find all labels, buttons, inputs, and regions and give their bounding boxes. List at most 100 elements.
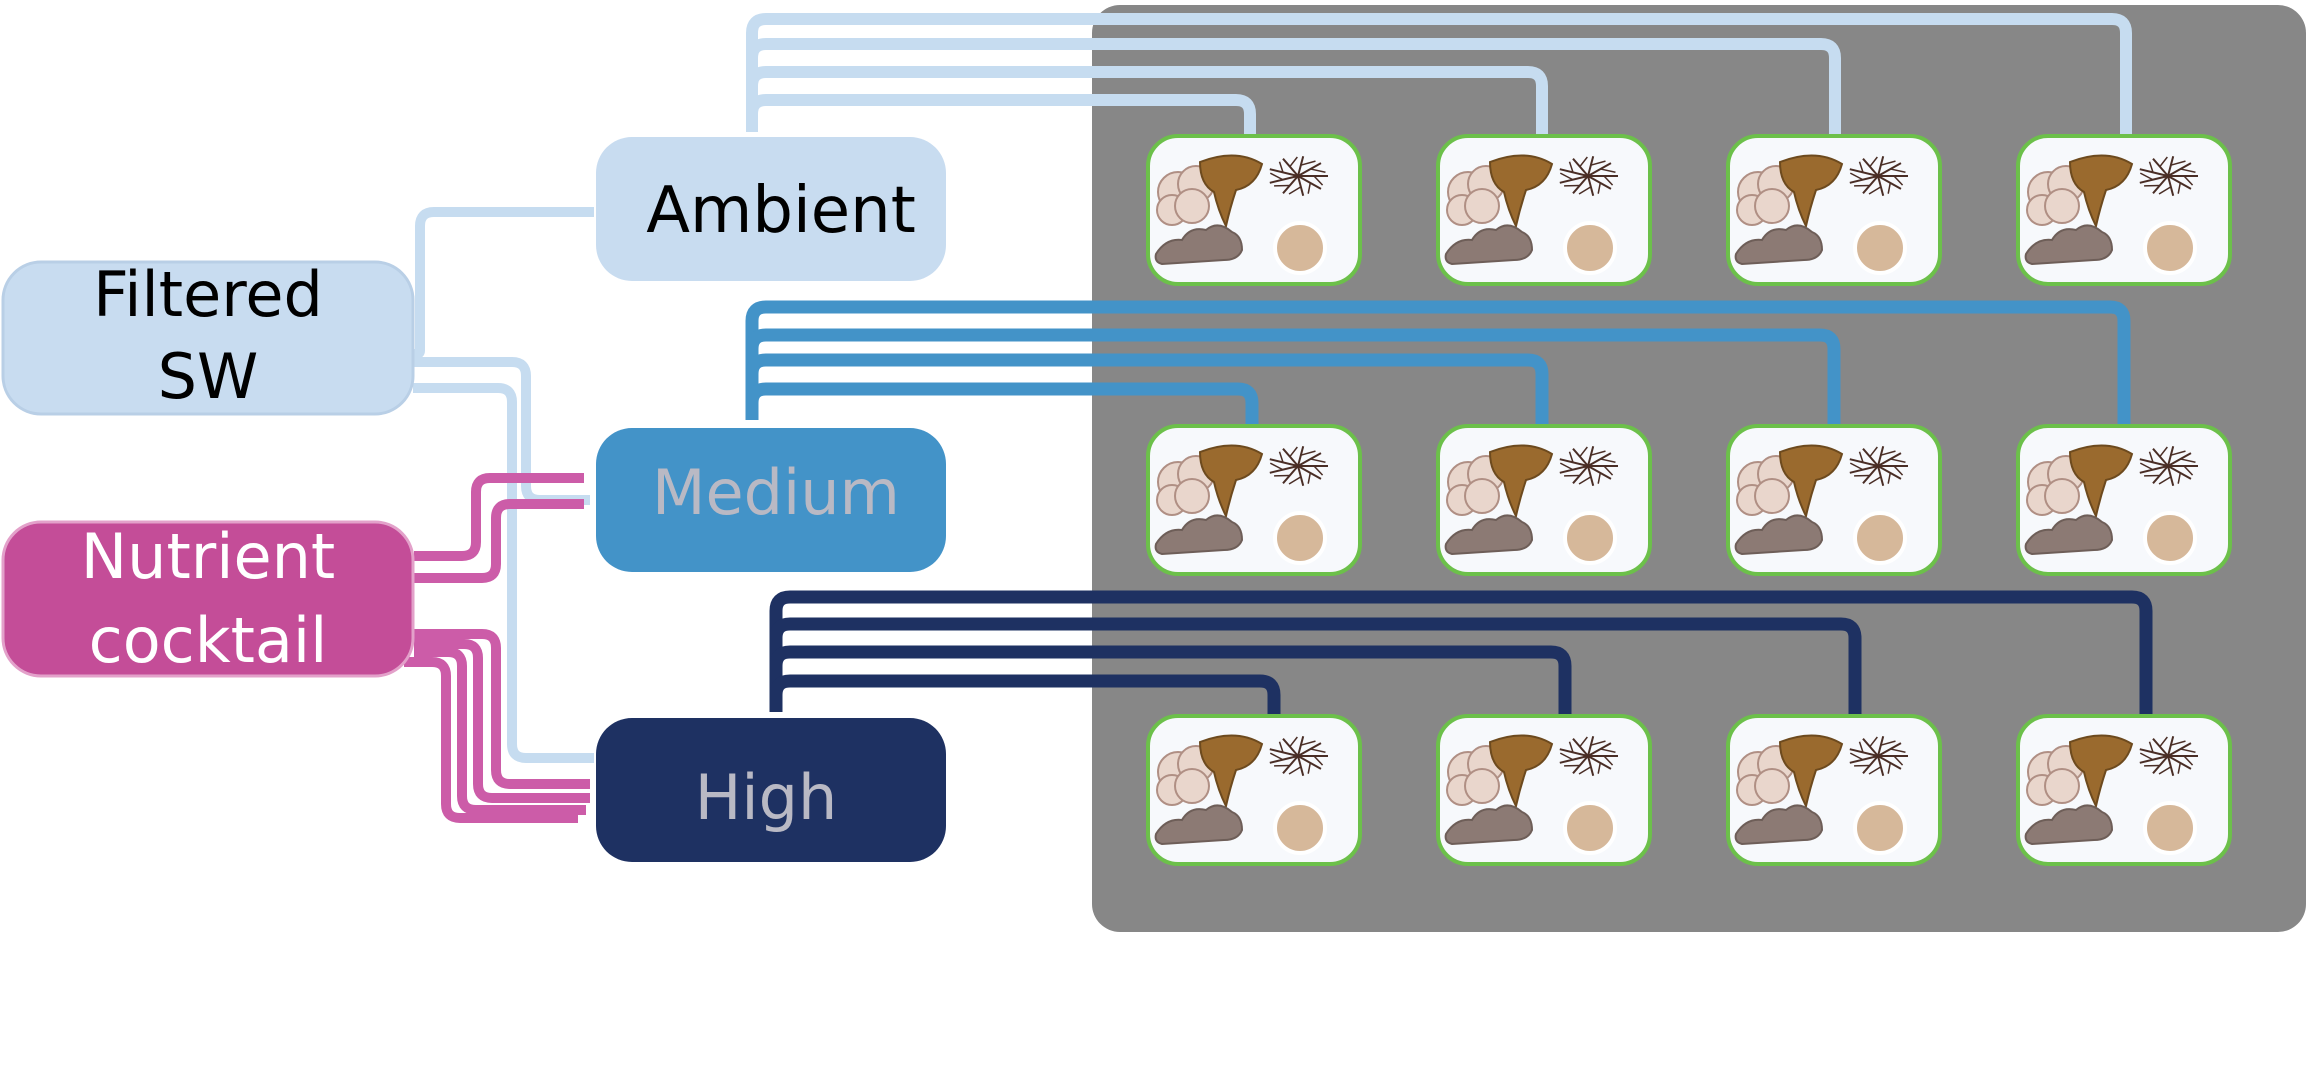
rubble-icon bbox=[1444, 804, 1534, 846]
distribution-pipe-4 bbox=[745, 382, 1259, 426]
tank-1-2 bbox=[1436, 134, 1652, 286]
macroalgae-icon bbox=[1269, 736, 1328, 776]
filtered-sw-label-line2: SW bbox=[158, 340, 259, 413]
coral-icon bbox=[1446, 165, 1505, 226]
sponge-icon bbox=[1488, 734, 1554, 809]
nutrient-cocktail-box bbox=[1, 520, 415, 678]
macroalgae-icon bbox=[1269, 156, 1328, 196]
rubble-icon bbox=[1154, 804, 1244, 846]
high-box bbox=[596, 718, 946, 862]
distribution-pipe-2 bbox=[769, 617, 1862, 716]
coral-icon bbox=[1736, 745, 1795, 806]
level-high: High bbox=[596, 718, 946, 862]
rubble-icon bbox=[1734, 224, 1824, 266]
distribution-pipe-3 bbox=[769, 645, 1572, 716]
coral-icon bbox=[1446, 455, 1505, 516]
ambient-label: Ambient bbox=[646, 174, 916, 248]
sponge-icon bbox=[1778, 154, 1844, 229]
sponge-icon bbox=[1488, 444, 1554, 519]
sediment-disc-icon bbox=[1273, 511, 1327, 565]
tank-1-3 bbox=[1726, 134, 1942, 286]
nutrient-cocktail-label-line2: cocktail bbox=[89, 604, 328, 677]
source-filtered-sw: Filtered SW bbox=[1, 258, 415, 416]
tank-3-2 bbox=[1436, 714, 1652, 866]
sponge-icon bbox=[1488, 154, 1554, 229]
sponge-icon bbox=[1198, 734, 1264, 809]
coral-icon bbox=[2026, 745, 2085, 806]
rubble-icon bbox=[1154, 514, 1244, 556]
sponge-icon bbox=[1198, 154, 1264, 229]
nutrient-cocktail-label-line1: Nutrient bbox=[81, 520, 335, 593]
high-label: High bbox=[695, 761, 838, 834]
source-nutrient-cocktail: Nutrient cocktail bbox=[1, 520, 415, 678]
nutrient-supply-pipes bbox=[404, 473, 590, 823]
rubble-icon bbox=[1154, 224, 1244, 266]
distribution-pipe-1 bbox=[746, 13, 2132, 136]
sponge-icon bbox=[2068, 154, 2134, 229]
tank-2-3 bbox=[1726, 424, 1942, 576]
tank-2-2 bbox=[1436, 424, 1652, 576]
macroalgae-icon bbox=[1849, 446, 1908, 486]
macroalgae-icon bbox=[1559, 446, 1618, 486]
tank-3-3 bbox=[1726, 714, 1942, 866]
coral-icon bbox=[2026, 165, 2085, 226]
macroalgae-icon bbox=[1559, 156, 1618, 196]
sponge-icon bbox=[1778, 734, 1844, 809]
sw-to-high-pipe bbox=[413, 383, 594, 763]
sediment-disc-icon bbox=[2143, 801, 2197, 855]
sediment-disc-icon bbox=[1563, 511, 1617, 565]
sponge-icon bbox=[1778, 444, 1844, 519]
ambient-distribution-pipes bbox=[746, 13, 2132, 136]
nutrient-to-medium-pipe-1 bbox=[414, 473, 584, 561]
filtered-sw-supply-pipes bbox=[411, 207, 594, 763]
nutrient-to-high-pipe-3 bbox=[414, 647, 586, 815]
tank-grid bbox=[1146, 134, 2232, 866]
high-distribution-pipes bbox=[769, 590, 2153, 716]
macroalgae-icon bbox=[2139, 736, 2198, 776]
nutrient-to-high-pipe-2 bbox=[414, 639, 590, 803]
coral-icon bbox=[1156, 455, 1215, 516]
tank-panel bbox=[1092, 5, 2306, 932]
distribution-pipe-3 bbox=[745, 353, 1549, 426]
macroalgae-icon bbox=[1849, 736, 1908, 776]
distribution-pipe-4 bbox=[769, 674, 1281, 716]
medium-distribution-pipes bbox=[745, 300, 2131, 426]
sediment-disc-icon bbox=[1853, 221, 1907, 275]
rubble-icon bbox=[2024, 804, 2114, 846]
tank-2-4 bbox=[2016, 424, 2232, 576]
tank-3-4 bbox=[2016, 714, 2232, 866]
distribution-pipe-1 bbox=[745, 300, 2131, 426]
sediment-disc-icon bbox=[1273, 221, 1327, 275]
medium-label: Medium bbox=[652, 456, 900, 529]
distribution-pipe-2 bbox=[745, 328, 1841, 426]
tank-1-4 bbox=[2016, 134, 2232, 286]
rubble-icon bbox=[2024, 224, 2114, 266]
medium-box bbox=[596, 428, 946, 572]
sediment-disc-icon bbox=[1563, 801, 1617, 855]
macroalgae-icon bbox=[1559, 736, 1618, 776]
macroalgae-icon bbox=[2139, 446, 2198, 486]
filtered-sw-box bbox=[1, 260, 415, 416]
rubble-icon bbox=[1444, 224, 1534, 266]
rubble-icon bbox=[1734, 804, 1824, 846]
sponge-icon bbox=[2068, 734, 2134, 809]
filtered-sw-label-line1: Filtered bbox=[93, 258, 323, 331]
sponge-icon bbox=[2068, 444, 2134, 519]
distribution-pipe-4 bbox=[746, 94, 1256, 136]
sediment-disc-icon bbox=[1563, 221, 1617, 275]
rubble-icon bbox=[1734, 514, 1824, 556]
distribution-pipe-1 bbox=[769, 590, 2153, 716]
sediment-disc-icon bbox=[1853, 801, 1907, 855]
sediment-disc-icon bbox=[2143, 511, 2197, 565]
macroalgae-icon bbox=[1269, 446, 1328, 486]
tank-3-1 bbox=[1146, 714, 1362, 866]
sediment-disc-icon bbox=[2143, 221, 2197, 275]
tank-1-1 bbox=[1146, 134, 1362, 286]
distribution-pipe-3 bbox=[746, 66, 1548, 136]
ambient-box bbox=[596, 137, 946, 281]
level-medium: Medium bbox=[596, 428, 946, 572]
nutrient-to-medium-pipe-2 bbox=[414, 499, 584, 583]
nutrient-to-high-pipe-4 bbox=[404, 657, 578, 823]
sediment-disc-icon bbox=[1273, 801, 1327, 855]
